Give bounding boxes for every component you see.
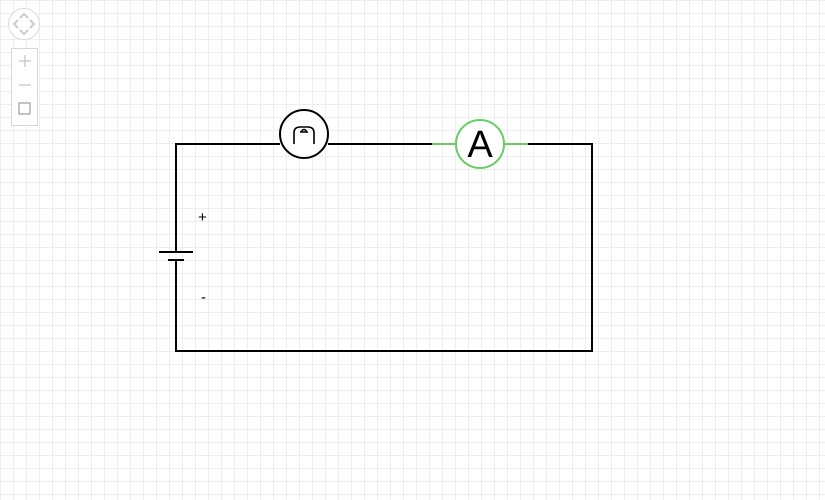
square-fit-icon <box>18 102 31 115</box>
zoom-out-button[interactable] <box>12 73 37 97</box>
bulb-circle <box>279 109 329 159</box>
ammeter-letter: A <box>467 124 493 166</box>
zoom-in-button[interactable] <box>12 49 37 73</box>
bulb-filament <box>293 126 315 144</box>
battery-negative-label: - <box>201 289 206 306</box>
ammeter-symbol[interactable]: A <box>432 119 528 169</box>
battery-symbol[interactable] <box>159 251 193 261</box>
pan-control[interactable] <box>8 8 40 40</box>
ammeter-circle <box>455 119 505 169</box>
minus-icon <box>19 84 31 86</box>
bulb-symbol[interactable] <box>279 109 329 159</box>
zoom-controls <box>11 48 38 126</box>
pan-arrows-icon <box>12 12 36 36</box>
battery-positive-label: + <box>198 209 207 226</box>
plus-icon <box>19 55 31 67</box>
circuit-wires <box>175 143 593 352</box>
fit-button[interactable] <box>12 97 37 121</box>
